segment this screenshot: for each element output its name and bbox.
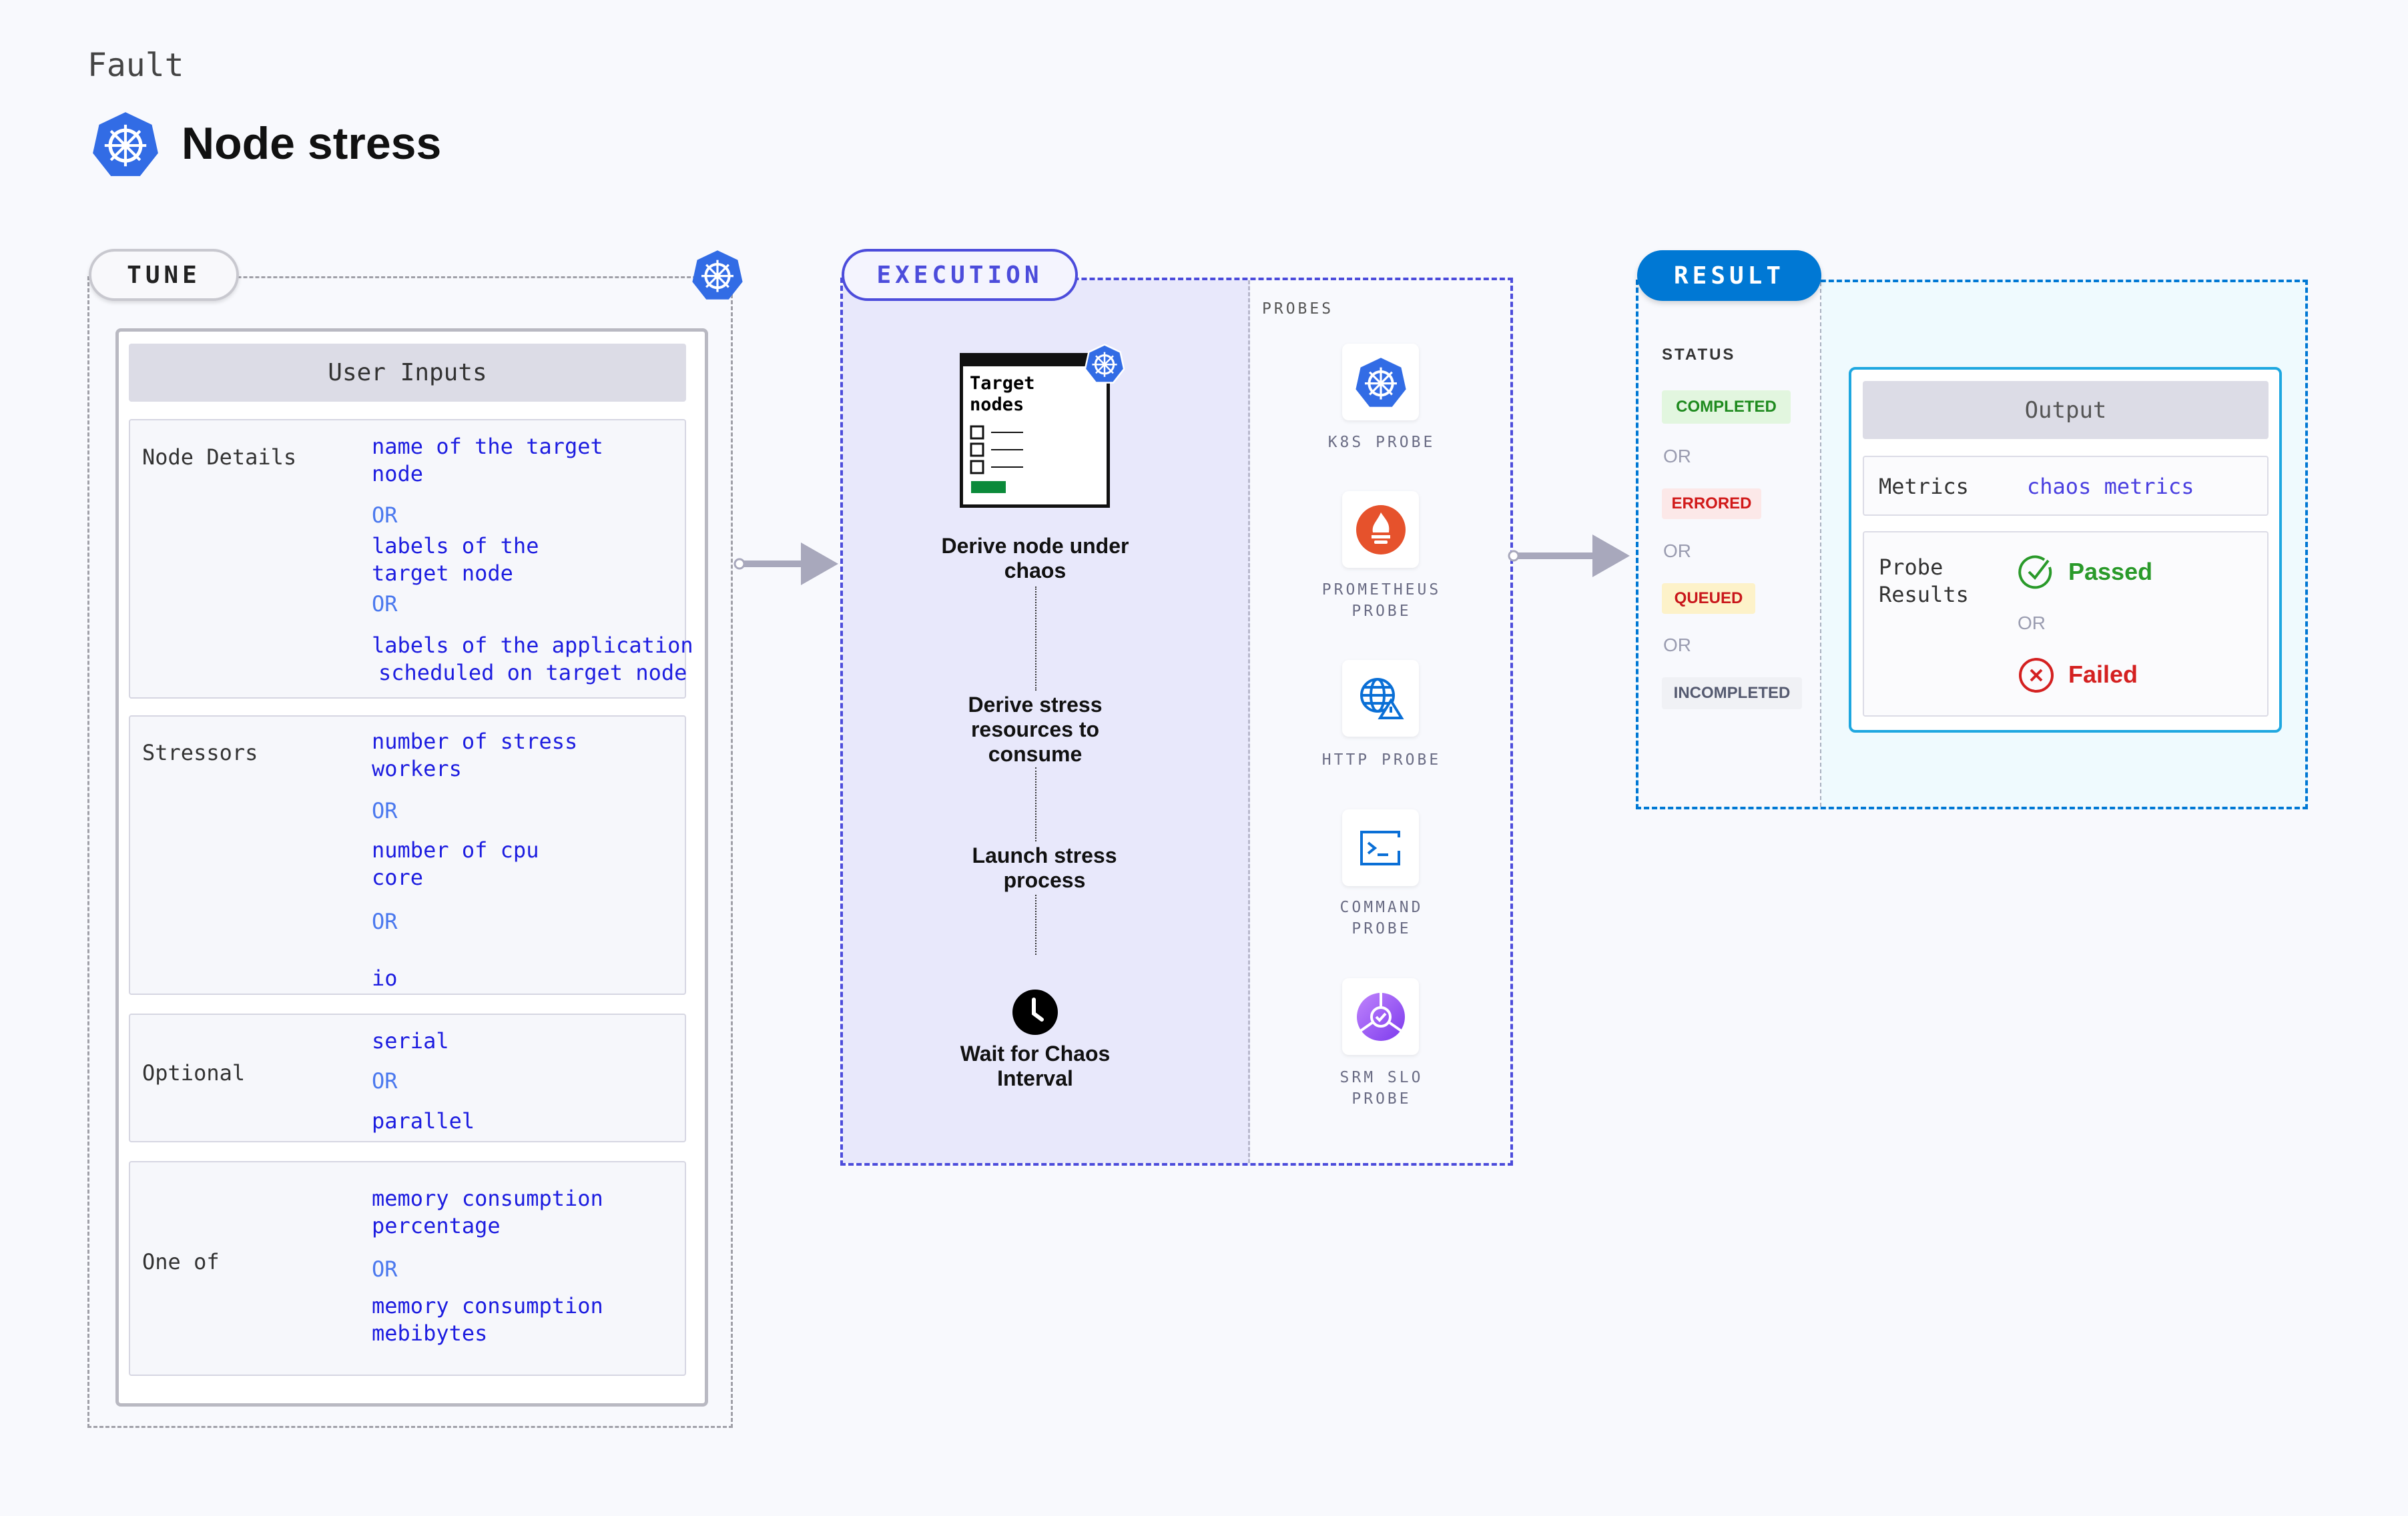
- value-line: serial: [372, 1028, 449, 1054]
- section-label: Node Details: [142, 444, 297, 470]
- value-line: percentage: [372, 1213, 501, 1238]
- one-of-section: One of memory consumption percentage OR …: [129, 1161, 686, 1376]
- card-title: Target nodes: [970, 373, 1035, 415]
- status-queued: QUEUED: [1662, 583, 1755, 614]
- arrow-icon: [733, 542, 838, 585]
- value-line: parallel: [372, 1108, 475, 1134]
- user-inputs-header: User Inputs: [129, 344, 686, 402]
- step-derive-resources: Derive stress resources to consume: [968, 693, 1103, 766]
- or-label: OR: [2018, 613, 2046, 633]
- status-errored: ERRORED: [1662, 488, 1761, 519]
- value-line: labels of the: [372, 533, 539, 558]
- prometheus-probe-label: PROMETHEUS PROBE: [1321, 581, 1442, 620]
- passed-label: Passed: [2068, 558, 2153, 585]
- checklist-icon: [970, 425, 1023, 493]
- k8s-probe-card[interactable]: [1342, 344, 1419, 420]
- result-pill: RESULT: [1637, 250, 1821, 301]
- flow-connector: [1035, 767, 1036, 841]
- value-line: target node: [372, 560, 513, 586]
- value-line: scheduled on target node: [378, 660, 687, 685]
- execution-pill: EXECUTION: [842, 249, 1078, 301]
- kubernetes-icon: [1355, 357, 1406, 407]
- step-derive-node: Derive node under chaos: [941, 534, 1129, 583]
- status-incompleted: INCOMPLETED: [1662, 677, 1802, 709]
- or-label: OR: [372, 502, 398, 528]
- status-column: [1638, 282, 1821, 807]
- or-label: OR: [1663, 446, 1691, 466]
- section-label: One of: [142, 1249, 220, 1274]
- value-line: number of stress: [372, 729, 578, 754]
- tune-panel: [87, 276, 733, 1428]
- kubernetes-icon: [93, 112, 158, 176]
- status-label: STATUS: [1662, 346, 1736, 364]
- srm-slo-probe-label: SRM SLO PROBE: [1339, 1069, 1424, 1108]
- value-line: memory consumption: [372, 1186, 603, 1211]
- or-label: OR: [372, 909, 398, 934]
- check-circle-icon: [2018, 555, 2052, 589]
- or-label: OR: [1663, 540, 1691, 561]
- stressors-section: Stressors number of stress workers OR nu…: [129, 715, 686, 995]
- section-label: Optional: [142, 1060, 246, 1086]
- arrow-icon: [1508, 534, 1630, 577]
- http-probe-card[interactable]: [1342, 660, 1419, 737]
- or-label: OR: [372, 798, 398, 823]
- optional-section: Optional serial OR parallel: [129, 1014, 686, 1142]
- terminal-icon: [1360, 830, 1400, 865]
- value-line: core: [372, 865, 424, 890]
- command-probe-card[interactable]: [1342, 809, 1419, 886]
- prometheus-icon: [1356, 504, 1406, 554]
- clock-icon: [1012, 990, 1058, 1035]
- value-line: number of cpu: [372, 837, 539, 863]
- probe-results-label: Probe Results: [1879, 554, 1969, 607]
- kubernetes-icon: [692, 250, 743, 300]
- globe-warning-icon: [1360, 677, 1404, 719]
- metrics-value: chaos metrics: [2027, 474, 2194, 499]
- status-completed: COMPLETED: [1662, 390, 1791, 424]
- flow-connector: [1035, 587, 1036, 691]
- node-details-section: Node Details name of the target node OR …: [129, 419, 693, 699]
- prometheus-probe-card[interactable]: [1342, 491, 1419, 568]
- flow-connector: [1035, 895, 1036, 955]
- failed-label: Failed: [2068, 661, 2138, 688]
- fault-label: Fault: [87, 47, 184, 84]
- value-line: io: [372, 966, 398, 991]
- output-header: Output: [1863, 381, 2269, 439]
- x-circle-icon: [2019, 658, 2054, 693]
- or-label: OR: [1663, 635, 1691, 655]
- slo-icon: [1356, 992, 1405, 1041]
- page-title: Node stress: [182, 118, 442, 169]
- or-label: OR: [372, 1256, 398, 1282]
- srm-slo-probe-card[interactable]: [1342, 978, 1419, 1055]
- command-probe-label: COMMAND PROBE: [1339, 899, 1424, 937]
- value-line: mebibytes: [372, 1320, 488, 1346]
- kubernetes-icon: [1084, 344, 1125, 384]
- target-nodes-card: Target nodes: [960, 353, 1110, 508]
- value-line: memory consumption: [372, 1293, 603, 1318]
- metrics-label: Metrics: [1879, 474, 1969, 499]
- value-line: name of the target: [372, 434, 603, 459]
- metrics-row: Metrics chaos metrics: [1863, 456, 2269, 516]
- step-launch-stress: Launch stress process: [972, 843, 1117, 892]
- probe-results-row: Probe Results Passed OR Failed: [1863, 531, 2269, 717]
- tune-pill: TUNE: [89, 249, 239, 301]
- k8s-probe-label: K8S PROBE: [1327, 434, 1436, 451]
- step-wait-chaos: Wait for Chaos Interval: [960, 1042, 1111, 1090]
- or-label: OR: [372, 591, 398, 617]
- http-probe-label: HTTP PROBE: [1321, 751, 1442, 769]
- value-line: labels of the application: [372, 633, 693, 658]
- or-label: OR: [372, 1068, 398, 1094]
- section-label: Stressors: [142, 740, 258, 765]
- value-line: workers: [372, 756, 462, 781]
- probes-label: PROBES: [1262, 300, 1334, 318]
- value-line: node: [372, 461, 424, 486]
